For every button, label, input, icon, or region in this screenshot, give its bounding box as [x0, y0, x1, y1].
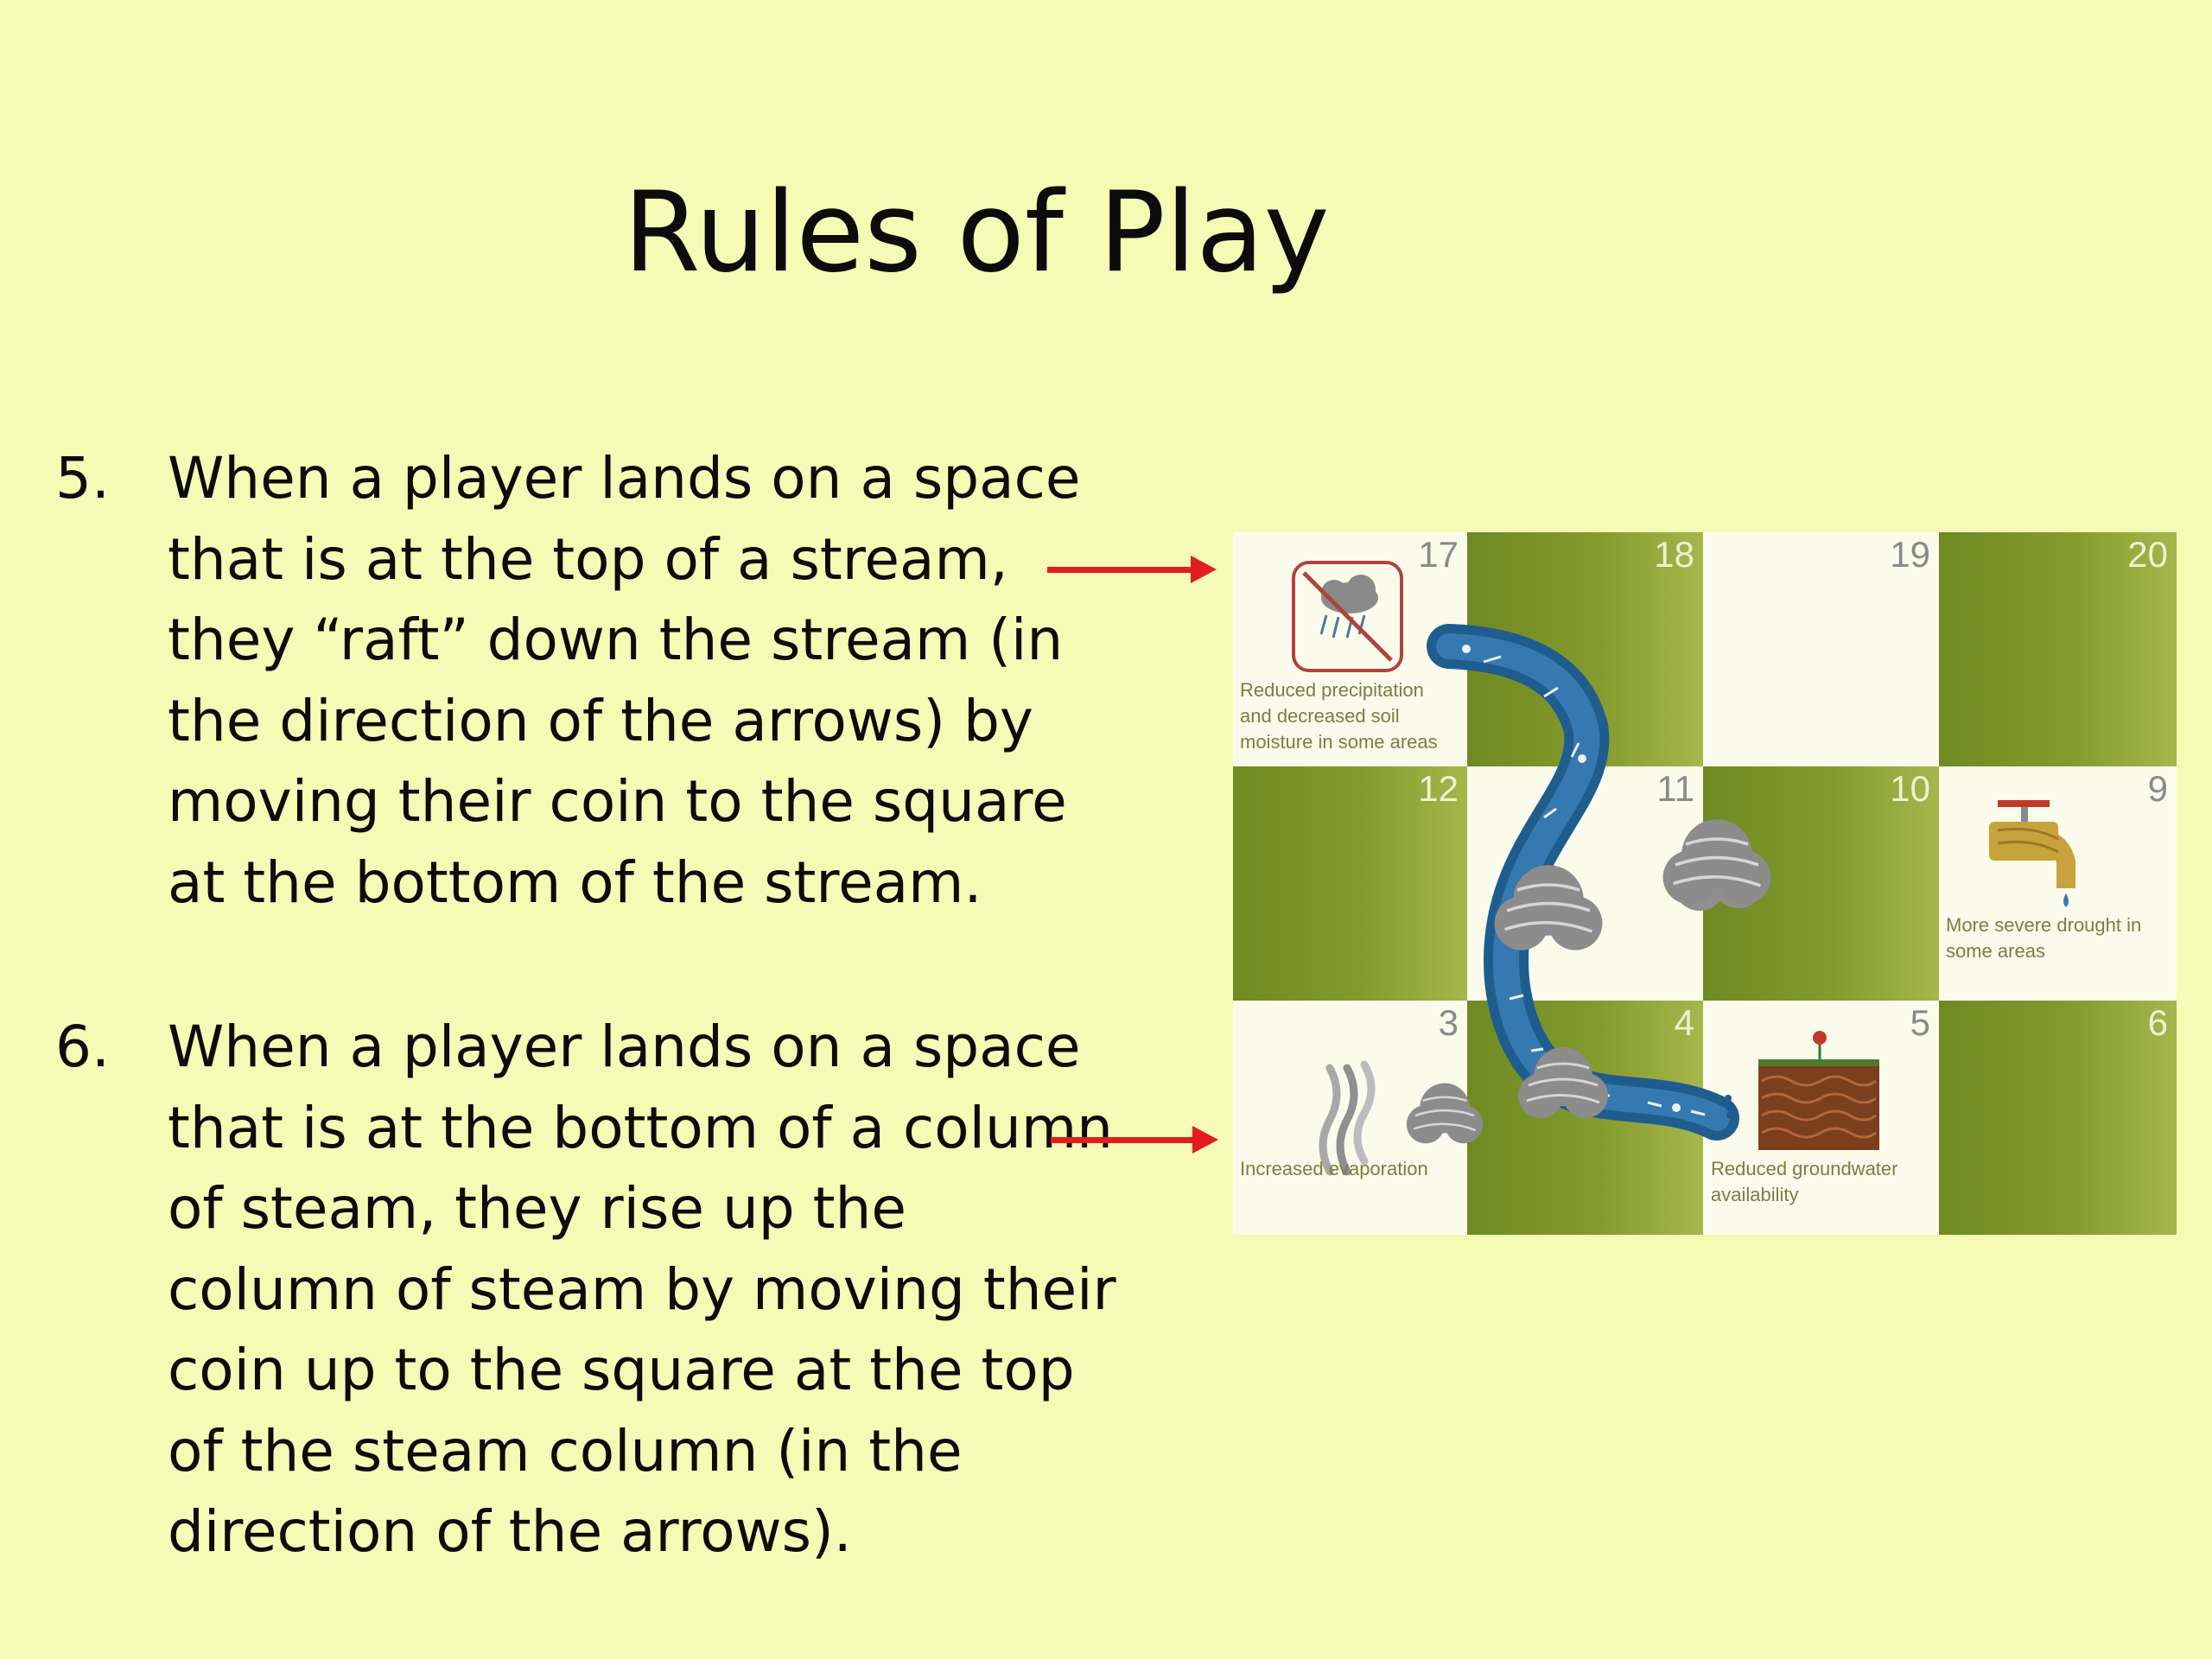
- caption-line: Reduced precipitation: [1240, 679, 1424, 701]
- caption-sq17: Reduced precipitation and decreased soil…: [1240, 677, 1438, 755]
- square-number: 12: [1418, 768, 1459, 809]
- board-square-6: 6: [1939, 1001, 2177, 1235]
- caption-sq3: Increased evaporation: [1240, 1156, 1428, 1182]
- rule-6-line: When a player lands on a space: [168, 1014, 1081, 1080]
- rule-6-line: coin up to the square at the top: [168, 1337, 1075, 1403]
- rule-6-line: that is at the bottom of a column: [168, 1094, 1113, 1161]
- caption-sq5: Reduced groundwater availability: [1711, 1156, 1897, 1208]
- square-number: 3: [1438, 1002, 1459, 1043]
- steam-icon: [1319, 1060, 1376, 1176]
- steam-pointer-arrow: [1051, 1126, 1218, 1154]
- board-square-19: 19: [1703, 532, 1939, 766]
- rule-6-number: 6.: [55, 1014, 110, 1080]
- rule-6-line: column of steam by moving their: [168, 1255, 1116, 1323]
- rule-5-line: moving their coin to the square: [168, 768, 1067, 835]
- caption-line: Increased evaporation: [1240, 1158, 1428, 1179]
- square-number: 19: [1890, 534, 1930, 575]
- rule-5: 5. When a player lands on a space that i…: [55, 438, 1092, 923]
- rule-5-text: When a player lands on a space that is a…: [168, 438, 1092, 923]
- caption-line: More severe drought in: [1946, 914, 2142, 936]
- square-number: 4: [1674, 1002, 1694, 1043]
- square-number: 11: [1656, 768, 1694, 809]
- rule-5-line: the direction of the arrows) by: [168, 687, 1033, 754]
- rule-6-line: of the steam column (in the: [168, 1417, 963, 1484]
- caption-line: availability: [1711, 1184, 1799, 1205]
- caption-line: some areas: [1946, 940, 2045, 962]
- dry-soil-icon: [1758, 1031, 1879, 1150]
- square-number: 17: [1418, 534, 1459, 575]
- slide-title: Rules of Play: [623, 168, 1330, 297]
- rule-5-line: that is at the top of a stream,: [168, 525, 1008, 593]
- square-number: 9: [2147, 768, 2168, 809]
- no-rain-icon: [1292, 561, 1403, 672]
- game-board: 17 18 19 20 12 11 10 9 3 4 5 6: [1233, 532, 2177, 1235]
- board-square-20: 20: [1939, 532, 2177, 766]
- caption-line: and decreased soil: [1240, 705, 1400, 727]
- caption-sq9: More severe drought in some areas: [1946, 912, 2141, 964]
- rule-6-text: When a player lands on a space that is a…: [168, 1007, 1116, 1573]
- rule-6: 6. When a player lands on a space that i…: [55, 1007, 1116, 1573]
- rule-6-line: direction of the arrows).: [168, 1498, 852, 1565]
- rule-5-line: When a player lands on a space: [168, 445, 1081, 512]
- caption-line: moisture in some areas: [1240, 731, 1438, 753]
- square-number: 20: [2127, 534, 2168, 575]
- rule-5-number: 5.: [55, 445, 110, 512]
- rule-5-line: they “raft” down the stream (in: [168, 607, 1064, 673]
- faucet-icon: [1989, 800, 2075, 907]
- rule-5-line: at the bottom of the stream.: [168, 849, 982, 916]
- square-number: 10: [1890, 768, 1930, 809]
- square-number: 5: [1910, 1002, 1930, 1043]
- square-number: 6: [2147, 1002, 2168, 1043]
- caption-line: Reduced groundwater: [1711, 1158, 1898, 1179]
- board-square-12: 12: [1233, 766, 1467, 1001]
- rule-6-line: of steam, they rise up the: [168, 1175, 906, 1242]
- square-number: 18: [1654, 534, 1694, 575]
- stream-pointer-arrow: [1047, 556, 1217, 583]
